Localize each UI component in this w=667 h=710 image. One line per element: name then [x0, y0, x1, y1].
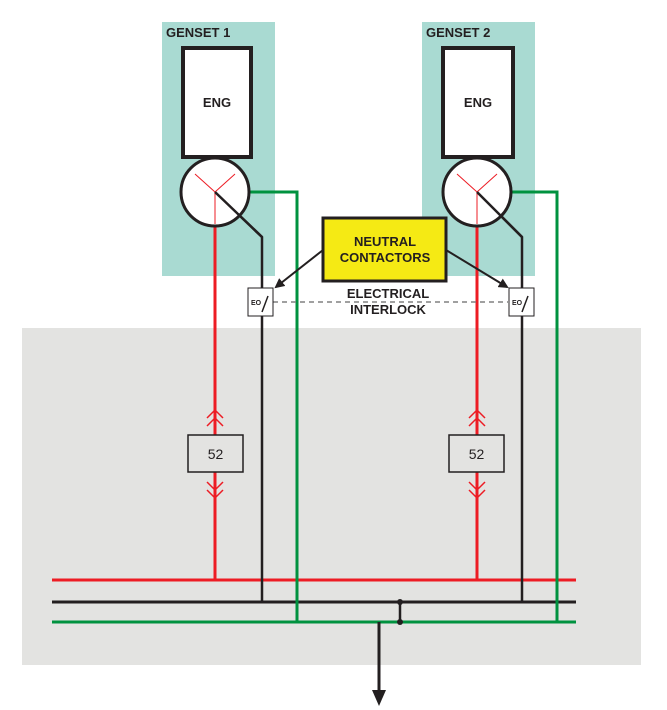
engine-1 [181, 46, 253, 159]
switch-2-label: EO [512, 300, 523, 307]
switch-1-label: EO [251, 300, 262, 307]
generator-2 [441, 156, 523, 238]
breaker-1-label: 52 [208, 446, 224, 462]
breaker-2-label: 52 [469, 446, 485, 462]
engine-1-label: ENG [203, 95, 231, 110]
genset-2: GENSET 2 ENG [422, 22, 535, 276]
neutral-contactors-line1: NEUTRAL [354, 234, 416, 249]
wye-winding-icon [194, 173, 236, 224]
engine-2-label: ENG [464, 95, 492, 110]
generator-1 [179, 156, 263, 238]
breaker-1: 52 [187, 408, 244, 500]
interlock-label-line1: ELECTRICAL [347, 286, 429, 301]
neutral-switch-2: EO [508, 287, 535, 317]
disconnect-chevron-icon [468, 408, 486, 500]
neutral-contactors-box [321, 216, 448, 283]
ground-line-2 [511, 190, 559, 622]
interlock-label-line2: INTERLOCK [350, 302, 426, 317]
neutral-contactors-line2: CONTACTORS [340, 250, 431, 265]
bond-dot-bottom [397, 619, 403, 625]
disconnect-chevron-icon [206, 408, 224, 500]
breaker-2: 52 [448, 408, 505, 500]
wye-winding-icon [456, 173, 498, 224]
contactor-arrow-2 [445, 249, 509, 289]
bond-dot-top [397, 599, 403, 605]
contactor-arrow-1 [274, 249, 324, 289]
engine-2 [441, 46, 515, 159]
genset-2-title: GENSET 2 [426, 25, 490, 40]
switchgear-area [22, 328, 641, 665]
genset-1-title: GENSET 1 [166, 25, 230, 40]
neutral-switch-1: EO [247, 287, 274, 317]
genset-1: GENSET 1 ENG [162, 22, 275, 276]
output-arrow-icon [372, 690, 386, 706]
ground-line-1 [249, 190, 299, 622]
